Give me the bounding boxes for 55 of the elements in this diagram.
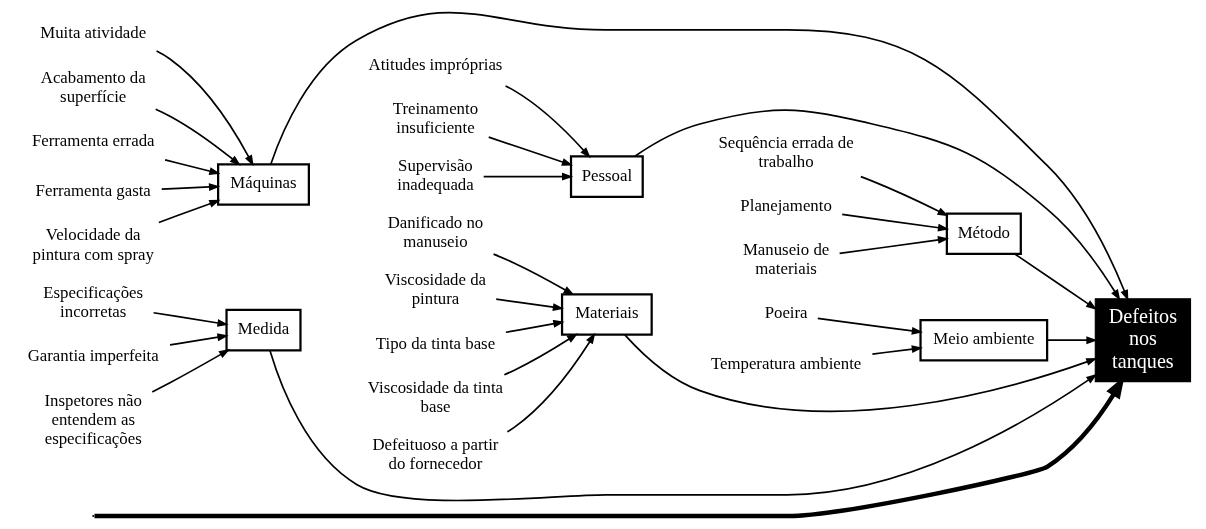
node-text: Especificações incorretas — [42, 282, 143, 321]
arrow — [504, 85, 591, 159]
node-box: Meio ambiente — [918, 318, 1048, 362]
arrow — [838, 236, 949, 255]
arrow — [160, 183, 220, 191]
arrow — [871, 345, 923, 355]
arrow — [504, 319, 564, 334]
node-text: Viscosidade da tinta base — [367, 377, 503, 416]
node-text: Danificado no manuseio — [387, 213, 483, 252]
arrow — [623, 334, 1097, 413]
node-text: Supervisão inadequada — [396, 156, 474, 195]
arrow — [168, 333, 229, 346]
arrow — [492, 253, 575, 296]
arrow — [859, 175, 949, 217]
node-text: Ferramenta gasta — [35, 181, 151, 201]
node-text: Muita atividade — [39, 23, 146, 43]
node-box: Máquinas — [216, 163, 310, 206]
node-box: Método — [945, 212, 1022, 256]
arrow — [816, 317, 923, 335]
node-text: Temperatura ambiente — [710, 353, 861, 373]
node-text: Manuseio de materiais — [742, 240, 829, 279]
node-box: Materiais — [560, 293, 653, 336]
node-text: Inspetores não entendem as especificações — [43, 390, 142, 448]
node-box: Pessoal — [569, 155, 644, 198]
node-text: Ferramenta errada — [31, 130, 155, 150]
node-text: Viscosidade da pintura — [384, 270, 486, 309]
arrow — [269, 11, 1128, 302]
arrow — [154, 108, 241, 166]
arrow — [155, 50, 254, 167]
node-text: Velocidade da pintura com spray — [32, 225, 154, 264]
arrow — [1013, 253, 1097, 310]
node-box: Defeitos nos tanques — [1094, 298, 1191, 383]
arrow — [1046, 336, 1098, 345]
node-text: Atitudes impróprias — [368, 54, 502, 74]
node-text: Sequência errada de trabalho — [717, 132, 854, 171]
arrow — [268, 349, 1097, 502]
arrow — [157, 199, 220, 224]
arrow — [163, 159, 220, 175]
arrow — [633, 109, 1120, 301]
arrow — [482, 172, 573, 181]
arrow — [150, 349, 230, 393]
arrow — [494, 298, 564, 311]
arrow — [503, 333, 578, 376]
arrow — [152, 311, 229, 327]
node-text: Treinamento insuficiente — [392, 98, 478, 137]
node-box: Medida — [224, 308, 302, 352]
node-text: Defeituoso a partir do fornecedor — [371, 434, 498, 474]
node-text: Acabamento da superfície — [40, 67, 146, 106]
node-text: Garantia imperfeita — [27, 345, 159, 365]
arrow — [487, 136, 573, 166]
node-text: Poeira — [764, 303, 808, 323]
arrow — [840, 213, 949, 232]
arrow — [506, 332, 595, 433]
node-text: Planejamento — [739, 195, 832, 215]
node-text: Tipo da tinta base — [375, 333, 495, 353]
